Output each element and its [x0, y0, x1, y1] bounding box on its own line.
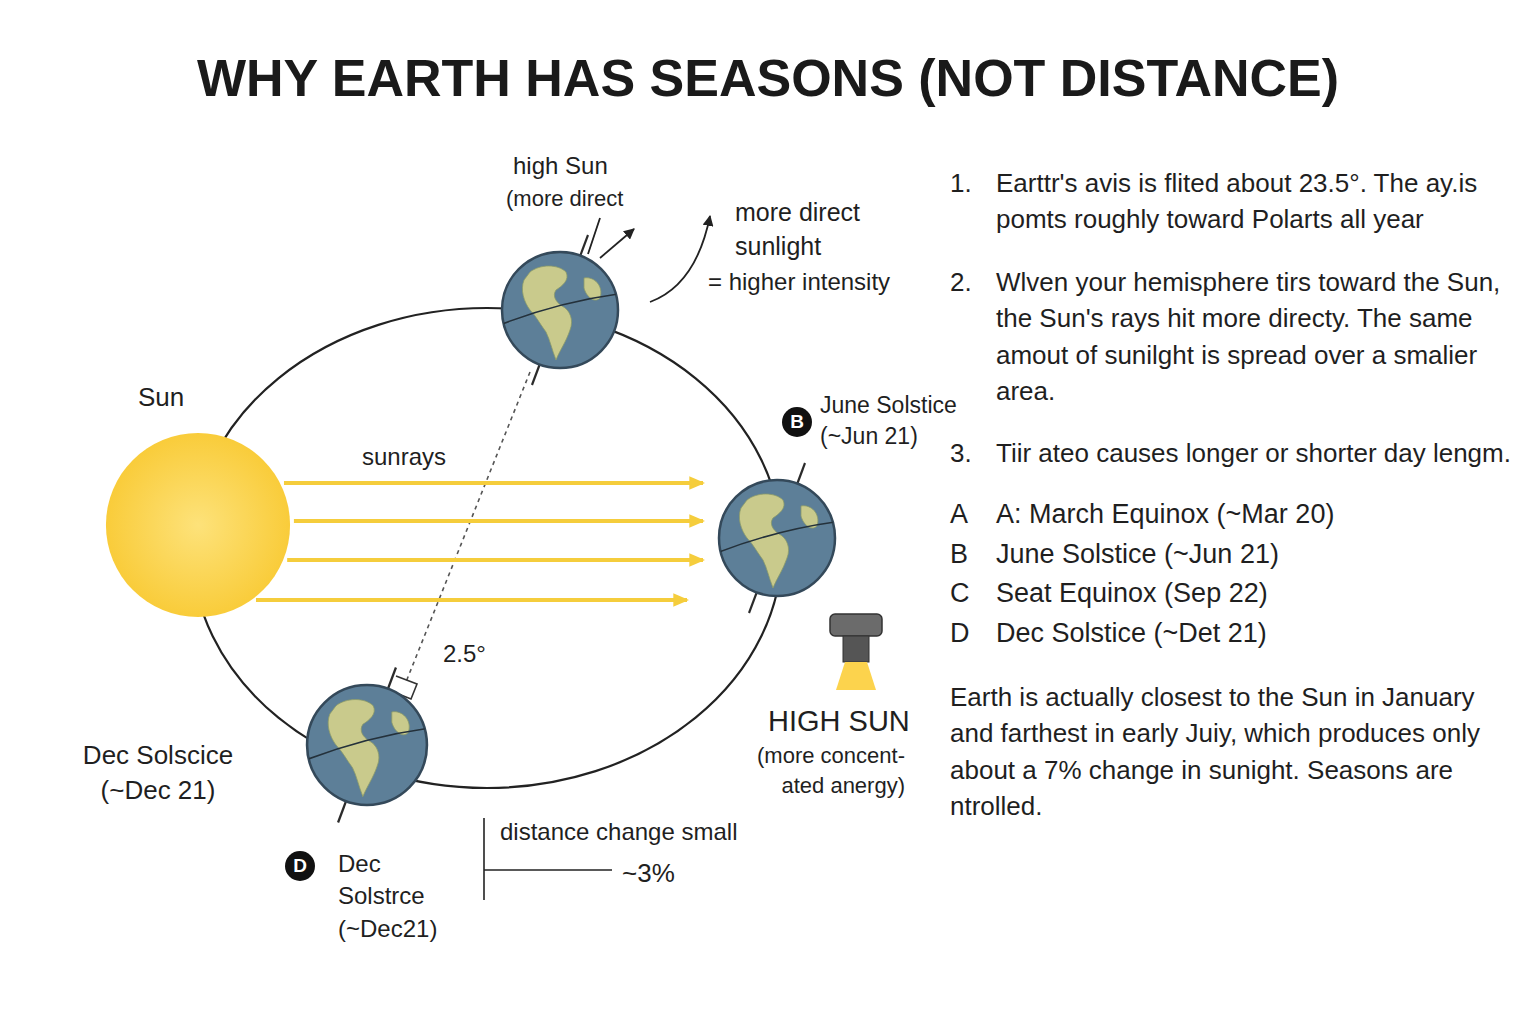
earth-shape	[717, 478, 837, 598]
legend-line: Dec Solstice (~Det 21)	[996, 615, 1520, 653]
legend-line: Seat Equinox (Sep 22)	[996, 575, 1520, 613]
dimension-label: distance change small	[500, 816, 800, 848]
diagram-title: WHY EARTH HAS SEASONS (NOT DISTANCE)	[0, 50, 1536, 107]
sunray-arrow	[294, 519, 703, 523]
earth-shape	[500, 250, 620, 370]
callout-text: more direct sunlight	[735, 196, 885, 264]
position-label: Dec Solscice (~Dec 21)	[68, 738, 248, 808]
list-marker: A	[950, 496, 996, 534]
list-marker: B	[950, 536, 996, 574]
position-note: (more direct	[506, 184, 676, 214]
note-paragraph: Earth is actually closest to the Sun in …	[950, 679, 1520, 825]
marker-letter: D	[285, 851, 315, 881]
flashlight-icon	[830, 614, 882, 690]
legend-line: June Solstice (~Jun 21)	[996, 536, 1520, 574]
list-marker: 3.	[950, 435, 996, 471]
sun-label: Sun	[138, 380, 228, 415]
sun-shape	[105, 432, 291, 618]
callout-text: (more concent- ated anergy)	[720, 741, 905, 800]
list-item: Earttr's avis is flited about 23.5°. The…	[996, 165, 1520, 238]
earth-globe: Dec Solscice (~Dec 21)DDec Solstrce (~De…	[305, 683, 429, 807]
marker-letter: B	[782, 407, 812, 437]
list-item: Wlven your hemisphere tirs toward the Su…	[996, 264, 1520, 410]
sunray-arrow	[287, 558, 703, 562]
callout-heading: HIGH SUN	[768, 702, 938, 741]
ray-label: sunrays	[362, 441, 482, 473]
list-marker: 1.	[950, 165, 996, 238]
dimension-value: ~3%	[622, 856, 712, 891]
sunray-arrow	[256, 598, 687, 602]
earth-shape	[305, 683, 429, 807]
list-marker: 2.	[950, 264, 996, 410]
ray-line	[588, 218, 600, 254]
axis-line	[406, 372, 530, 682]
earth-globe: high Sun(more direct	[500, 250, 620, 370]
sun-disc: Sun	[105, 432, 291, 618]
list-marker: D	[950, 615, 996, 653]
earth-globe: BJune Solstice (~Jun 21)	[717, 478, 837, 598]
legend-line: A: March Equinox (~Mar 20)	[996, 496, 1520, 534]
position-label: June Solstice (~Jun 21)	[820, 390, 960, 452]
text-column: 1.Earttr's avis is flited about 23.5°. T…	[950, 165, 1520, 824]
sunray-arrow	[284, 481, 703, 485]
dimension-bracket	[484, 869, 612, 871]
leader-arrow	[650, 216, 710, 302]
position-label: Dec Solstrce (~Dec21)	[338, 848, 458, 945]
angle-label: 2.5°	[443, 638, 533, 670]
dimension-bracket	[483, 818, 485, 900]
list-marker: C	[950, 575, 996, 613]
ray-arrow	[600, 229, 634, 258]
list-item: Tiir ateo causes longer or shorter day l…	[996, 435, 1520, 471]
callout-text: = higher intensity	[708, 266, 948, 298]
position-heading: high Sun	[513, 150, 673, 182]
